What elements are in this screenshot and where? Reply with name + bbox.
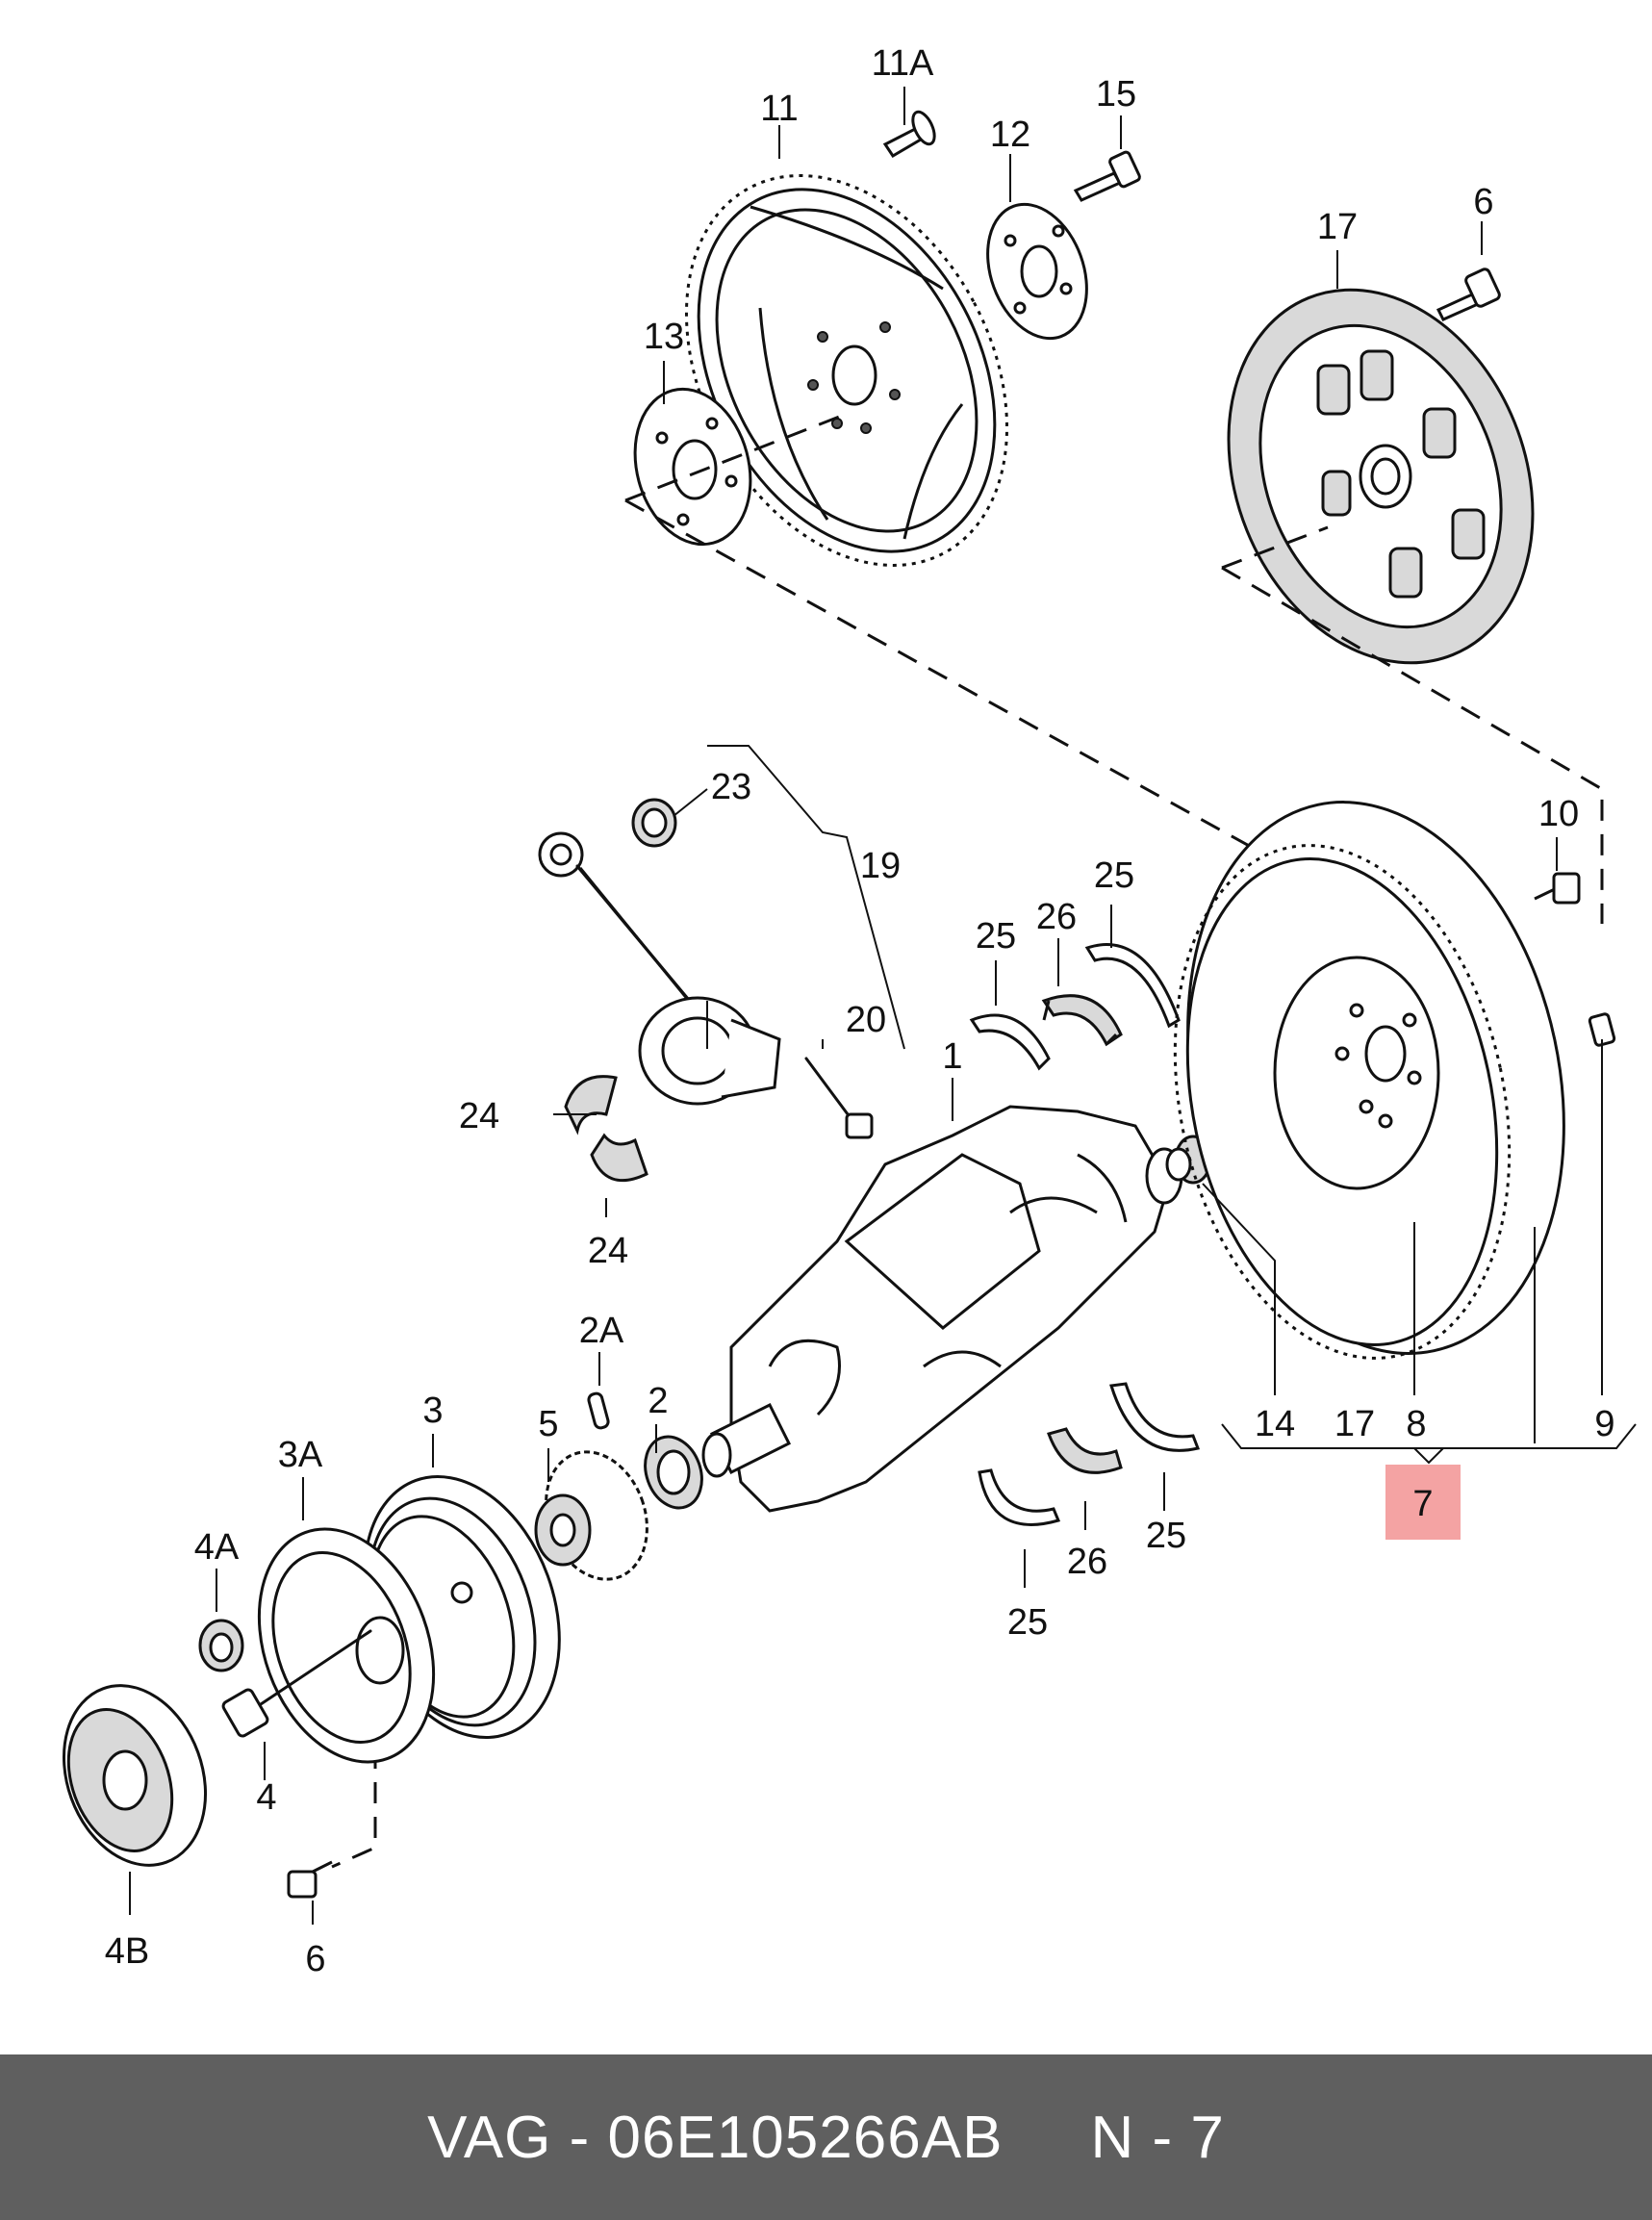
callout-12[interactable]: 12	[990, 115, 1030, 155]
main-bearing-25-lower-right[interactable]	[1109, 1382, 1201, 1452]
part-number-text: VAG - 06E105266AB N - 7	[427, 2104, 1225, 2171]
spacer-ring-4a[interactable]	[198, 1619, 244, 1672]
callout-25-lower-left[interactable]: 25	[1007, 1602, 1048, 1643]
callout-15[interactable]: 15	[1096, 74, 1136, 115]
callout-10[interactable]: 10	[1538, 794, 1579, 834]
callout-14[interactable]: 14	[1255, 1404, 1295, 1444]
callout-6-top[interactable]: 6	[1473, 182, 1493, 222]
highlight-box-7	[1385, 1465, 1461, 1540]
callout-3[interactable]: 3	[422, 1391, 443, 1431]
conrod-bolt-20[interactable]	[804, 1057, 874, 1139]
callout-1[interactable]: 1	[942, 1036, 962, 1077]
callout-25-upper-right[interactable]: 25	[1094, 855, 1134, 896]
clutch-disc[interactable]	[1175, 243, 1587, 708]
main-bearing-25-lower-left[interactable]	[978, 1468, 1061, 1526]
callout-26-lower[interactable]: 26	[1067, 1542, 1107, 1582]
callout-24-upper[interactable]: 24	[459, 1096, 499, 1136]
pulley-cap-4b[interactable]	[39, 1666, 229, 1885]
callout-25-lower-right[interactable]: 25	[1146, 1516, 1186, 1556]
parts-diagram: 11A 11 15 12 13 17 6 23 19 20 24 24 25 2…	[39, 43, 1637, 1979]
callout-13[interactable]: 13	[644, 317, 684, 357]
bolt-6-top[interactable]	[1436, 268, 1501, 321]
bolt-11a[interactable]	[882, 109, 939, 159]
sprocket-2[interactable]	[636, 1429, 712, 1517]
main-bearing-25-upper-right[interactable]	[1084, 943, 1181, 1029]
leader-lines	[129, 87, 1637, 1925]
thrust-bearing-26-upper[interactable]	[1041, 994, 1123, 1047]
callout-8[interactable]: 8	[1406, 1404, 1426, 1444]
callout-4a[interactable]: 4A	[194, 1527, 240, 1568]
main-bearing-25-upper-left[interactable]	[969, 1013, 1051, 1071]
callout-3a[interactable]: 3A	[278, 1435, 323, 1475]
dowel-pin-9[interactable]	[1588, 1012, 1616, 1047]
callout-2[interactable]: 2	[648, 1381, 668, 1421]
callout-24-lower[interactable]: 24	[588, 1231, 628, 1271]
callout-4b[interactable]: 4B	[105, 1931, 149, 1972]
callout-17-bottom[interactable]: 17	[1334, 1404, 1375, 1444]
flywheel-bolt-10[interactable]	[1534, 872, 1581, 905]
callout-9[interactable]: 9	[1594, 1404, 1614, 1444]
woodruff-key-2a[interactable]	[587, 1391, 610, 1430]
thrust-bearing-26-lower[interactable]	[1047, 1427, 1123, 1474]
crankshaft-sprocket-5[interactable]	[529, 1438, 664, 1594]
callout-7-highlighted[interactable]: 7	[1412, 1484, 1433, 1524]
connecting-rod[interactable]	[538, 831, 781, 1106]
shim-plate-13[interactable]	[619, 376, 767, 557]
callout-4[interactable]: 4	[256, 1777, 276, 1818]
callout-11a[interactable]: 11A	[872, 43, 934, 84]
shim-plate-12[interactable]	[970, 191, 1104, 352]
crankshaft[interactable]	[701, 1105, 1183, 1513]
callout-11[interactable]: 11	[760, 89, 798, 129]
small-end-bush-23[interactable]	[631, 798, 677, 848]
callout-5[interactable]: 5	[538, 1404, 558, 1444]
bolt-15[interactable]	[1073, 150, 1141, 202]
callout-25-upper-left[interactable]: 25	[976, 916, 1016, 957]
callout-6-bottom[interactable]: 6	[305, 1939, 325, 1979]
callout-17-top[interactable]: 17	[1317, 207, 1358, 247]
conrod-bearing-24-lower[interactable]	[590, 1133, 648, 1183]
conrod-bearing-24-upper[interactable]	[564, 1075, 618, 1136]
drive-plate-ring-gear[interactable]	[623, 120, 1072, 622]
dual-mass-flywheel[interactable]	[1131, 767, 1614, 1390]
pulley-bolt-4[interactable]	[221, 1629, 372, 1738]
callout-26-upper[interactable]: 26	[1036, 897, 1077, 937]
part-number-footer: VAG - 06E105266AB N - 7	[0, 2054, 1652, 2220]
bolt-6-bottom[interactable]	[287, 1860, 333, 1899]
callout-23[interactable]: 23	[711, 767, 751, 807]
callout-20[interactable]: 20	[846, 1000, 886, 1040]
callout-labels: 11A 11 15 12 13 17 6 23 19 20 24 24 25 2…	[105, 43, 1615, 1979]
callout-2a[interactable]: 2A	[579, 1311, 624, 1351]
callout-19[interactable]: 19	[860, 846, 901, 886]
